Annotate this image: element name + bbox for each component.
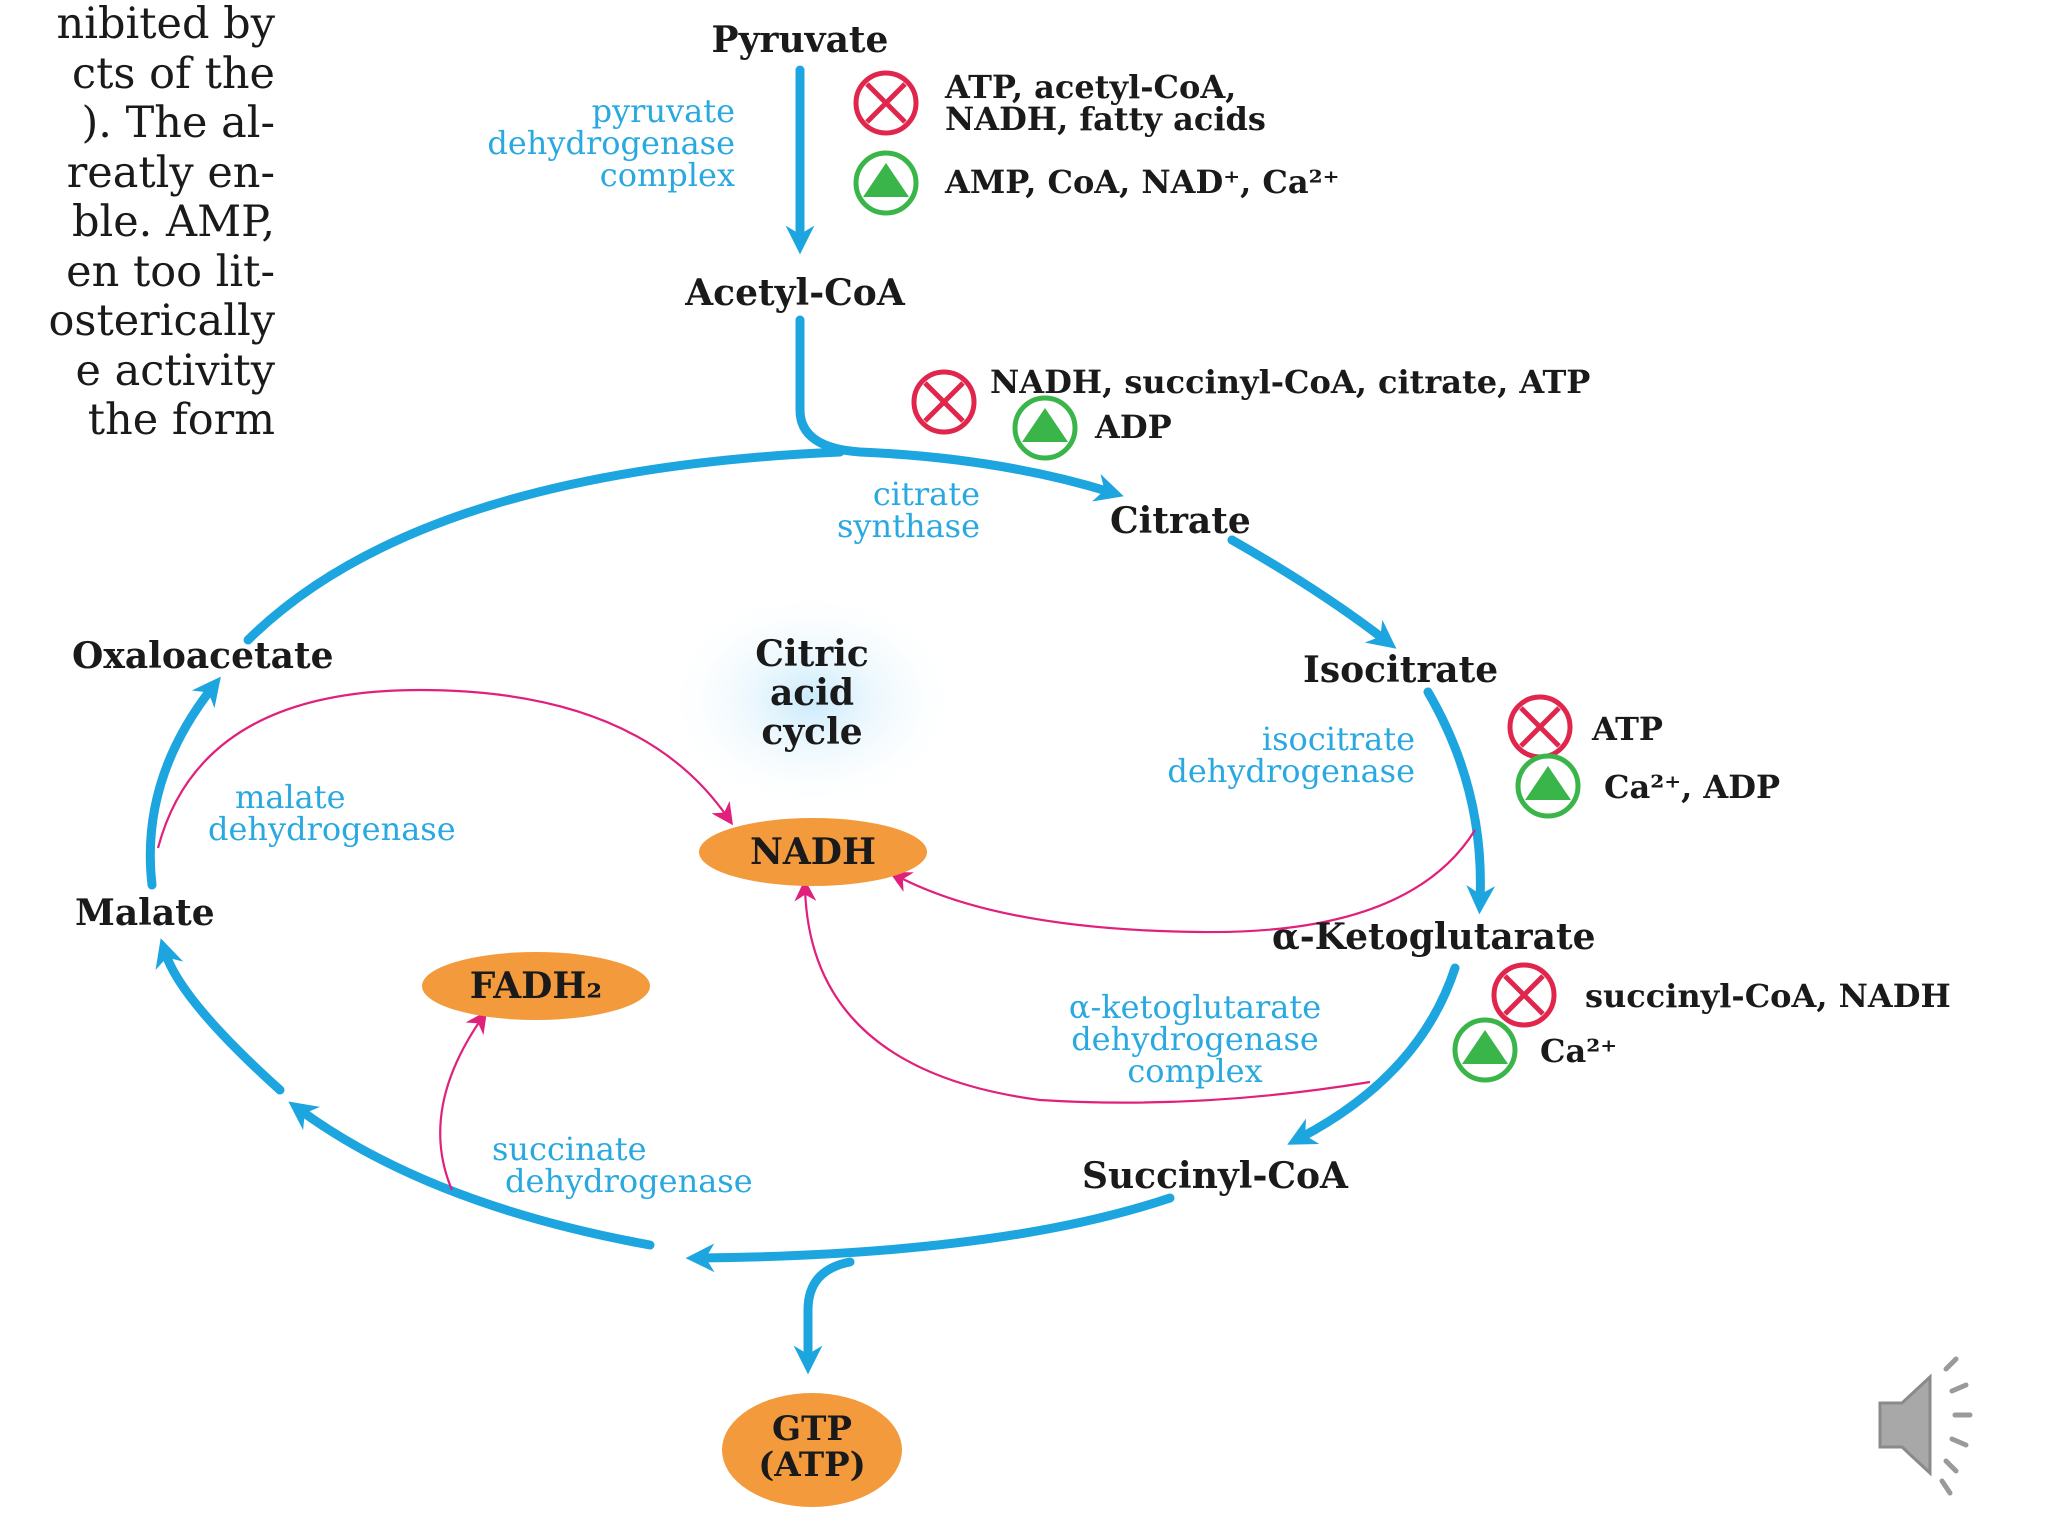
akgdh-inhibitors: succinyl-CoA, NADH [1585,977,1951,1015]
idh-inhibitors: ATP [1591,710,1663,748]
arrow-isocitrate-to-akg [1423,687,1496,915]
inhibitor-icon [853,70,919,136]
pdh-activators: AMP, CoA, NAD⁺, Ca²⁺ [944,163,1340,201]
activator-icon [1515,753,1581,819]
activator-icon [1012,395,1078,461]
gtp-label: (ATP) [758,1445,866,1485]
enzyme-line: complex [600,156,735,194]
enzyme-line: pyruvate [592,92,735,130]
arrow-succinate-to-fumarate [288,1101,655,1250]
idh-activators: Ca²⁺, ADP [1604,768,1780,806]
arrow-akg-to-succinylcoa [1287,963,1460,1145]
inhibitor-icon [1491,962,1557,1028]
fadh2-label: FADH₂ [470,965,602,1007]
body-text-fragment: nibited by cts of the ). The al- reatly … [0,0,275,470]
enzyme-line: isocitrate [1262,720,1415,758]
arrow-citrate-to-isocitrate [1227,535,1397,649]
enzyme-line: α-ketoglutarate [1069,988,1321,1026]
akgdh-activators: Ca²⁺ [1540,1032,1617,1070]
body-text-line: ble. AMP, [71,197,275,247]
metabolite-malate: Malate [75,892,215,934]
enzyme-akg-dh: α-ketoglutarate dehydrogenase complex [1069,988,1321,1090]
metabolite-succinyl-coa: Succinyl-CoA [1082,1155,1349,1197]
cs-activators: ADP [1094,408,1172,446]
metabolites: Pyruvate Acetyl-CoA Citrate Isocitrate α… [72,19,1596,1197]
enzyme-line: dehydrogenase [505,1162,753,1200]
nadh-label: NADH [750,831,876,873]
speaker-icon[interactable] [1878,1356,1973,1496]
arrow-akg-dh-nadh [794,879,1371,1104]
arrow-succinylcoa-to-succinate [685,1193,1175,1273]
enzyme-line: synthase [837,507,980,545]
body-text-line: osterically [48,296,275,346]
cs-inhibitors: NADH, succinyl-CoA, citrate, ATP [990,363,1590,401]
enzyme-line: dehydrogenase [487,124,735,162]
metabolite-citrate: Citrate [1110,500,1251,542]
inhibitor-icon [1507,694,1573,760]
regulation-text: ATP, acetyl-CoA, NADH, fatty acids AMP, … [944,68,1951,1070]
metabolite-acetyl-coa: Acetyl-CoA [684,272,906,314]
enzyme-malate-dh: malate dehydrogenase [208,778,456,848]
arrow-fumarate-to-malate [155,938,285,1095]
body-text-line: e activity [75,345,275,396]
cycle-arrows [145,65,1496,1375]
arrow-oxaloacetate-to-acetylcoa-junction [243,447,845,645]
body-text-line: reatly en- [66,147,275,198]
arrow-isocitrate-dh-nadh [889,829,1476,934]
metabolite-isocitrate: Isocitrate [1303,649,1498,691]
enzyme-isocitrate-dh: isocitrate dehydrogenase [1167,720,1415,790]
cycle-title-line: Citric [755,633,869,675]
fadh2-oval: FADH₂ [422,952,650,1020]
enzyme-pyruvate-dh: pyruvate dehydrogenase complex [487,92,735,194]
enzyme-succinate-dh: succinate dehydrogenase [492,1130,753,1200]
cycle-title: Citric acid cycle [755,633,869,753]
activator-icon [1452,1017,1518,1083]
arrow-malate-dh-nadh [156,688,733,849]
enzyme-line: malate [235,778,346,816]
body-text-line: en too lit- [66,246,275,297]
nadh-oval: NADH [699,818,927,886]
enzyme-line: dehydrogenase [208,810,456,848]
arrow-succinate-dh-fadh2 [439,1010,488,1191]
arrow-acetylcoa-to-citrate [795,315,1124,502]
inhibitor-icon [911,369,977,435]
body-text-line: the form [87,395,275,445]
pdh-inhibitors: NADH, fatty acids [945,100,1266,138]
enzyme-citrate-synthase: citrate synthase [837,475,980,545]
arrow-gtp-output [793,1257,855,1375]
cofactor-arrows [156,688,1476,1191]
enzyme-line: dehydrogenase [1071,1020,1319,1058]
pdh-inhibitors: ATP, acetyl-CoA, [944,68,1236,106]
enzymes: pyruvate dehydrogenase complex citrate s… [208,92,1415,1200]
cycle-title-line: cycle [761,711,862,753]
metabolite-oxaloacetate: Oxaloacetate [72,635,333,677]
regulation-icons [853,70,1581,1083]
body-text-line: cts of the [72,48,275,99]
enzyme-line: complex [1127,1052,1262,1090]
cycle-title-line: acid [770,672,854,714]
enzyme-line: dehydrogenase [1167,752,1415,790]
cycle-title-glow [662,588,962,812]
metabolite-alpha-ketoglutarate: α-Ketoglutarate [1272,916,1596,958]
activator-icon [853,150,919,216]
enzyme-line: citrate [873,475,980,513]
enzyme-line: succinate [492,1130,647,1168]
gtp-label: GTP [772,1409,852,1449]
metabolite-pyruvate: Pyruvate [712,19,889,61]
body-text-line: nibited by [56,0,275,49]
gtp-oval: GTP (ATP) [722,1393,902,1507]
body-text-line: ). The al- [81,98,275,148]
arrow-malate-to-oxaloacetate [145,676,221,890]
